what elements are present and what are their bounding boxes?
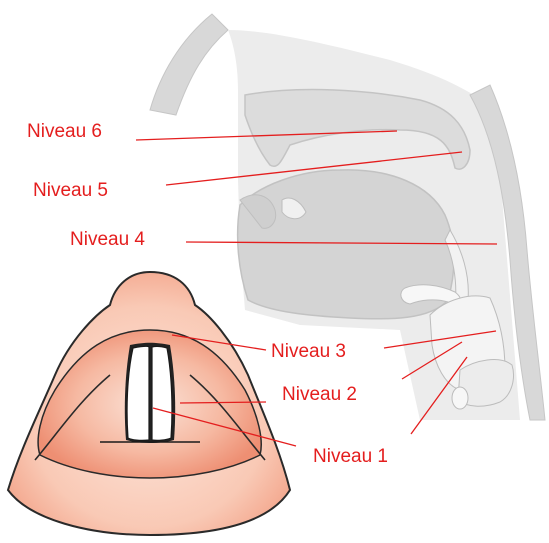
label-level-4: Niveau 4 — [70, 229, 145, 251]
head-outer-profile — [150, 14, 228, 115]
larynx-view — [8, 272, 290, 535]
label-level-1: Niveau 1 — [313, 446, 388, 468]
label-level-6: Niveau 6 — [27, 121, 102, 143]
trachea-ring — [452, 387, 468, 409]
vocal-cord-right — [152, 346, 172, 440]
vocal-cord-left — [127, 346, 149, 440]
label-level-2: Niveau 2 — [282, 384, 357, 406]
label-level-3: Niveau 3 — [271, 341, 346, 363]
label-level-5: Niveau 5 — [33, 180, 108, 202]
